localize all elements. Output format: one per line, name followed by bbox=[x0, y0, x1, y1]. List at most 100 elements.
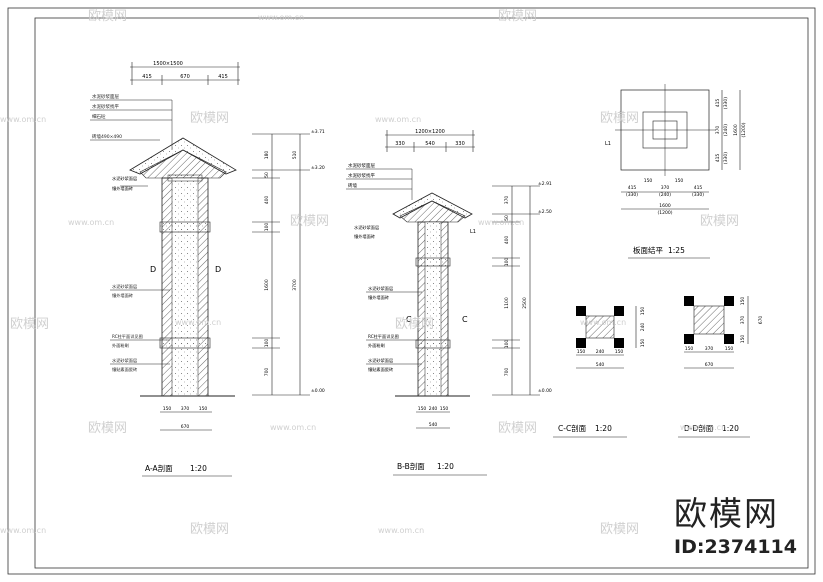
plan-rsub-2: (240) bbox=[723, 124, 729, 136]
bb-eave-note-2: 镶外墙面砖 bbox=[354, 233, 375, 240]
bb-scale: 1:20 bbox=[437, 462, 454, 471]
bb-mid-note-5: 水泥砂浆面层 bbox=[368, 357, 393, 364]
bb-wall-note-2: 镶外墙面砖 bbox=[368, 294, 389, 301]
aa-bdim-total: 670 bbox=[181, 424, 190, 430]
watermark-url: www.om.cn bbox=[478, 218, 524, 227]
cc-title: C-C剖面 bbox=[558, 423, 587, 433]
plan-bsub-2: 370 bbox=[661, 185, 670, 191]
aa-level-2: ±3.20 bbox=[311, 165, 325, 171]
aa-vdim-5: 100 bbox=[264, 223, 270, 232]
watermark-logo: 欧模网 bbox=[700, 214, 739, 229]
bb-mid-note-6: 镶贴素面瓷砖 bbox=[368, 366, 393, 373]
plan-bsub-3: (240) bbox=[659, 192, 671, 198]
plan-bdim-3: 150 bbox=[675, 178, 684, 184]
bb-eave-note: 水泥砂浆面层 bbox=[354, 224, 379, 231]
aa-bdim-1: 150 bbox=[163, 406, 172, 412]
cc-scale: 1:20 bbox=[595, 424, 612, 433]
aa-eave-note-2: 镶外墙面砖 bbox=[112, 185, 133, 192]
aa-vdim-3: 50 bbox=[264, 172, 270, 178]
bb-note-2: 水泥砂浆找平 bbox=[348, 172, 375, 179]
bb-mark-left: C bbox=[406, 315, 412, 324]
bb-vdim-4: 100 bbox=[504, 258, 510, 267]
bb-mid-note-3: RC柱平面详见图 bbox=[368, 333, 399, 340]
bb-dim-overall: 1200×1200 bbox=[415, 129, 445, 135]
watermark-url: www.om.cn bbox=[375, 115, 421, 124]
plan-bsub-1: (330) bbox=[626, 192, 638, 198]
plan-bdim-2: 150 bbox=[644, 178, 653, 184]
watermark-url: www.om.cn bbox=[258, 13, 304, 22]
aa-note-2: 水泥砂浆找平 bbox=[92, 103, 119, 110]
aa-vdim-6: 1600 bbox=[264, 279, 270, 291]
outer-frame bbox=[7, 7, 816, 575]
brand-name: 欧模网 bbox=[674, 494, 780, 533]
bb-bdim-3: 150 bbox=[440, 406, 449, 412]
watermark-layer: 欧模网 欧模网 欧模网 欧模网 欧模网 欧模网 欧模网 欧模网 欧模网 欧模网 … bbox=[10, 9, 739, 537]
section-dd: 150 370 150 670 150 370 150 670 D-D剖面 1:… bbox=[678, 296, 764, 438]
plan-total-sub: (1200) bbox=[658, 210, 673, 216]
plan-l1: L1 bbox=[605, 141, 611, 147]
watermark-logo: 欧模网 bbox=[88, 421, 127, 436]
watermark-url: www.om.cn bbox=[680, 423, 726, 432]
aa-mid-note-6: 镶贴素面瓷砖 bbox=[112, 366, 137, 373]
aa-vdim-7: 100 bbox=[264, 339, 270, 348]
plan-rtotal-sub: (1200) bbox=[741, 122, 747, 137]
dd-dim-total: 670 bbox=[705, 362, 714, 368]
watermark-logo: 欧模网 bbox=[600, 111, 639, 126]
aa-mark-right: D bbox=[215, 265, 221, 274]
watermark-url: www.om.cn bbox=[580, 318, 626, 327]
cc-vdim-2: 240 bbox=[640, 323, 646, 332]
bb-dim-1: 330 bbox=[395, 141, 405, 147]
bb-vdim-total: 2500 bbox=[522, 297, 528, 309]
cc-dim-3: 150 bbox=[615, 349, 624, 355]
bb-vdim-3: 400 bbox=[504, 236, 510, 245]
cc-dim-1: 150 bbox=[577, 349, 586, 355]
aa-eave-note: 水泥砂浆面层 bbox=[112, 175, 137, 182]
plan-rdim-2: 370 bbox=[715, 126, 721, 135]
dd-vdim-3: 150 bbox=[740, 335, 746, 344]
aa-wall-note-2: 镶外墙面砖 bbox=[112, 292, 133, 299]
plan-rdim-1: 415 bbox=[715, 99, 721, 108]
watermark-logo: 欧模网 bbox=[395, 317, 434, 332]
aa-dim-overall: 1500×1500 bbox=[153, 61, 183, 67]
aa-vdim-2: 510 bbox=[292, 151, 298, 160]
bb-vdim-7: 700 bbox=[504, 368, 510, 377]
watermark-logo: 欧模网 bbox=[498, 9, 537, 24]
section-bb: 1200×1200 330 540 330 水泥砂浆面层 水泥砂浆找平 砖墙 L… bbox=[346, 129, 552, 476]
aa-dim-1: 415 bbox=[142, 74, 152, 80]
plan-bdim-1: 415 bbox=[628, 185, 637, 191]
bb-mid-note-4: 外面粉刷 bbox=[368, 342, 385, 349]
watermark-logo: 欧模网 bbox=[498, 421, 537, 436]
bb-bdim-1: 150 bbox=[418, 406, 427, 412]
aa-dim-3: 415 bbox=[218, 74, 228, 80]
aa-mark-left: D bbox=[150, 265, 156, 274]
bb-title: B-B剖面 bbox=[397, 461, 425, 471]
aa-note-1: 水泥砂浆面层 bbox=[92, 93, 119, 100]
bb-wall-note-1: 水泥砂浆面层 bbox=[368, 285, 393, 292]
dd-dim-1: 150 bbox=[685, 346, 694, 352]
dd-dim-2: 370 bbox=[705, 346, 714, 352]
aa-scale: 1:20 bbox=[190, 464, 207, 473]
cc-vdim-1: 150 bbox=[640, 307, 646, 316]
bb-bdim-total: 540 bbox=[429, 422, 438, 428]
plan-total: 1600 bbox=[659, 203, 671, 209]
aa-note-4: 砖墙490×490 bbox=[92, 133, 122, 140]
plan-scale: 1:25 bbox=[668, 246, 685, 255]
section-aa: 1500×1500 415 670 415 水泥砂浆面层 水泥砂浆找平 细石砼 … bbox=[90, 61, 325, 477]
bb-bdim-2: 240 bbox=[429, 406, 438, 412]
watermark-url: www.om.cn bbox=[0, 115, 46, 124]
watermark-logo: 欧模网 bbox=[10, 317, 49, 332]
dd-title: D-D剖面 bbox=[684, 423, 714, 433]
bb-note-1: 水泥砂浆面层 bbox=[348, 162, 375, 169]
plan-rtotal: 1600 bbox=[733, 124, 739, 136]
watermark-url: www.om.cn bbox=[68, 218, 114, 227]
aa-vdim-4: 400 bbox=[264, 196, 270, 205]
brand-stamp: 欧模网 ID:2374114 bbox=[674, 494, 797, 559]
bb-level-1: ±2.91 bbox=[538, 181, 552, 187]
aa-bdim-3: 150 bbox=[199, 406, 208, 412]
bb-vdim-6: 100 bbox=[504, 340, 510, 349]
dd-scale: 1:20 bbox=[722, 424, 739, 433]
brand-id: ID:2374114 bbox=[674, 536, 797, 558]
aa-mid-note-4: 外面粉刷 bbox=[112, 342, 129, 349]
cc-dim-total: 540 bbox=[596, 362, 605, 368]
plan-bsub-4: (330) bbox=[692, 192, 704, 198]
